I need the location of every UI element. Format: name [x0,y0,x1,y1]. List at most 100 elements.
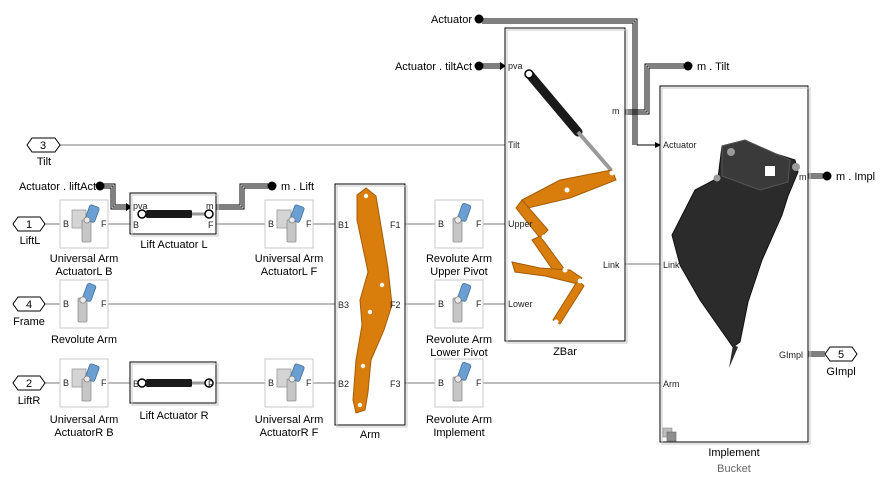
goto-tag-m-impl[interactable]: m . Impl [822,171,876,183]
svg-text:m: m [206,201,214,211]
block-lift-actuator-r[interactable]: B F Lift Actuator R [129,361,219,422]
svg-text:m: m [612,106,620,116]
svg-text:B: B [268,219,274,229]
svg-text:Arm: Arm [663,379,680,389]
svg-text:pva: pva [133,201,148,211]
inport-liftl[interactable]: 1 LiftL [12,216,46,247]
block-zbar[interactable]: pva Tilt Upper Lower m ZBar [504,27,628,358]
block-universal-arm-actuatorr-f[interactable]: B F Universal Arm ActuatorR F [255,358,323,439]
svg-text:B: B [63,378,69,388]
block-universal-arm-actuatorl-f[interactable]: B F Universal Arm ActuatorL F [255,199,323,278]
block-revolute-arm-upper-pivot[interactable]: B F Revolute Arm Upper Pivot [426,199,492,278]
block-revolute-arm[interactable]: B F Revolute Arm [51,279,117,346]
svg-text:Universal Arm: Universal Arm [255,414,323,426]
svg-text:Lower Pivot: Lower Pivot [430,347,487,359]
from-tag-tilt-act[interactable]: Actuator . tiltAct [395,61,484,73]
svg-text:Lift Actuator R: Lift Actuator R [139,410,208,422]
svg-text:B: B [268,378,274,388]
svg-text:F: F [101,299,107,309]
arm-link-icon [352,187,393,414]
signal-lines [103,18,825,357]
arrowheads [126,62,661,211]
svg-text:Lift Actuator L: Lift Actuator L [140,239,207,251]
svg-text:Arm: Arm [360,429,380,441]
svg-text:ActuatorL F: ActuatorL F [261,266,318,278]
svg-text:ActuatorR F: ActuatorR F [260,427,319,439]
svg-text:Universal Arm: Universal Arm [50,253,118,265]
svg-text:LiftR: LiftR [18,395,41,407]
svg-text:F3: F3 [390,379,401,389]
svg-text:Actuator: Actuator [431,14,472,26]
svg-text:Actuator . tiltAct: Actuator . tiltAct [395,61,472,73]
svg-text:Frame: Frame [13,316,45,328]
goto-tag-m-tilt[interactable]: m . Tilt [683,61,730,73]
svg-text:2: 2 [26,378,32,390]
svg-text:F1: F1 [390,220,401,230]
svg-text:GImpl: GImpl [826,366,855,378]
from-tag-lift-act[interactable]: Actuator . liftAct [19,181,105,193]
svg-text:m . Tilt: m . Tilt [697,61,729,73]
svg-text:B: B [438,378,444,388]
svg-text:Link: Link [663,260,680,270]
block-lift-actuator-l[interactable]: pva B m F Lift Actuator L [129,192,219,251]
svg-text:F: F [306,219,312,229]
block-universal-arm-actuatorl-b[interactable]: B F Universal Arm ActuatorL B [50,199,118,278]
svg-text:B: B [63,219,69,229]
svg-text:3: 3 [40,140,46,152]
block-implement-bucket[interactable]: Actuator Link Arm m GImpl Implement Buck… [659,85,811,475]
svg-text:B: B [133,220,139,230]
svg-text:Revolute Arm: Revolute Arm [426,414,492,426]
inport-tilt[interactable]: 3 Tilt [26,137,61,168]
svg-text:Tilt: Tilt [37,156,51,168]
svg-text:Implement: Implement [708,447,759,459]
svg-text:Revolute Arm: Revolute Arm [426,253,492,265]
svg-text:Implement: Implement [433,427,484,439]
svg-text:ActuatorR B: ActuatorR B [54,427,113,439]
svg-text:pva: pva [508,61,523,71]
svg-text:m . Impl: m . Impl [836,171,875,183]
svg-text:F: F [476,219,482,229]
svg-text:F: F [306,378,312,388]
connection-lines [45,144,660,384]
svg-text:Universal Arm: Universal Arm [50,414,118,426]
block-arm[interactable]: B1 B3 B2 F1 F2 F3 Arm [334,183,408,441]
svg-text:B: B [438,219,444,229]
svg-text:Tilt: Tilt [508,140,520,150]
svg-text:F: F [101,378,107,388]
svg-text:Upper Pivot: Upper Pivot [430,266,487,278]
block-universal-arm-actuatorr-b[interactable]: B F Universal Arm ActuatorR B [50,358,118,439]
svg-text:B1: B1 [338,220,349,230]
inport-liftr[interactable]: 2 LiftR [12,375,46,407]
svg-text:F: F [101,219,107,229]
svg-text:Universal Arm: Universal Arm [255,253,323,265]
svg-text:B: B [63,299,69,309]
svg-text:F: F [476,299,482,309]
goto-tag-m-lift[interactable]: m . Lift [267,181,315,193]
svg-text:F: F [476,378,482,388]
svg-text:4: 4 [26,299,32,311]
svg-text:F: F [208,220,214,230]
svg-text:Actuator: Actuator [663,140,697,150]
svg-text:Bucket: Bucket [717,463,751,475]
svg-text:Lower: Lower [508,299,533,309]
svg-text:LiftL: LiftL [20,235,41,247]
svg-text:Revolute Arm: Revolute Arm [426,334,492,346]
zbar-link-label: Link [603,260,620,270]
svg-text:B: B [438,299,444,309]
block-revolute-arm-lower-pivot[interactable]: B F Revolute Arm Lower Pivot [426,279,492,359]
svg-text:m: m [799,172,807,182]
svg-text:F2: F2 [390,300,401,310]
svg-text:Upper: Upper [508,219,533,229]
svg-text:F: F [208,379,214,389]
svg-text:B3: B3 [338,300,349,310]
outport-gimpl[interactable]: 5 GImpl [824,346,858,378]
svg-text:Actuator . liftAct: Actuator . liftAct [19,181,96,193]
svg-text:ActuatorL B: ActuatorL B [55,266,112,278]
svg-text:B: B [133,379,139,389]
svg-text:GImpl: GImpl [779,350,803,360]
block-revolute-arm-implement[interactable]: B F Revolute Arm Implement [426,358,492,439]
zbar-linkage-icon [511,69,617,325]
from-tag-actuator[interactable]: Actuator [431,14,484,26]
inport-frame[interactable]: 4 Frame [12,296,46,328]
